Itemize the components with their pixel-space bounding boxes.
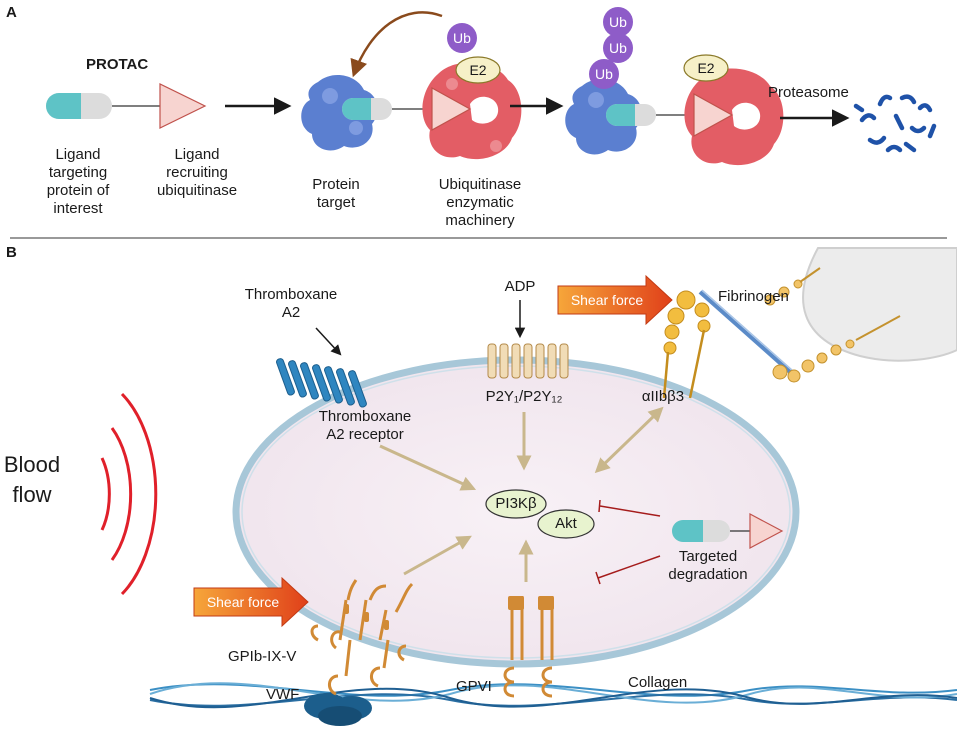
targeted-degradation-label: Targeted degradation — [658, 548, 758, 584]
thromboxane-line-1: Thromboxane — [244, 286, 338, 303]
protac-molecule — [46, 83, 207, 129]
blood-flow-label: Blood flow — [0, 450, 64, 510]
thromboxane-label: Thromboxane A2 — [236, 286, 346, 322]
thromboxane-receptor — [276, 358, 367, 408]
akt-label: Akt — [555, 515, 577, 532]
gpvi-label: GPVI — [456, 678, 492, 695]
e2-label-1: E2 — [469, 62, 487, 78]
pi3k-label: PI3Kβ — [495, 495, 537, 512]
ligand-poi-line-2: targeting — [48, 164, 108, 181]
protac-title: PROTAC — [86, 56, 149, 73]
machinery-line-1: Ubiquitinase — [438, 176, 522, 193]
blood-flow-line-2: flow — [12, 482, 52, 507]
protein-target-blob — [301, 75, 378, 151]
fibrinogen-molecule — [698, 267, 901, 383]
protac-bound — [342, 98, 432, 120]
gpvi-receptor-ticks — [508, 596, 554, 610]
ubiquitinated-target-blob — [565, 79, 642, 155]
ligand-poi-label: Ligand targeting protein of interest — [28, 146, 128, 218]
ligand-poi-line-1: Ligand — [55, 146, 101, 163]
ligand-e3-line-2: recruiting — [166, 164, 228, 181]
gpib-label: GPIb-IX-V — [228, 648, 297, 665]
ligand-e3-line-3: ubiquitinase — [156, 182, 238, 199]
vwf-label: VWF — [266, 686, 300, 703]
machinery-line-3: machinery — [445, 212, 515, 229]
shear-force-arrow-top — [557, 274, 673, 326]
targeted-degradation-line-1: Targeted — [678, 548, 738, 565]
gpib-receptor-ticks — [344, 604, 389, 630]
protac-molecule-b — [672, 513, 784, 549]
adjacent-cell — [802, 247, 957, 362]
ub-label-2: Ub — [609, 14, 627, 30]
inhibition-lines — [595, 499, 661, 585]
shear-force-arrow-bottom — [193, 576, 309, 628]
blood-flow-waves — [100, 392, 158, 596]
integrin-label: αIIbβ3 — [641, 388, 685, 405]
collagen-fiber — [149, 682, 957, 709]
protac-bound-2 — [606, 104, 696, 126]
ligand-poi-line-4: interest — [53, 200, 103, 217]
e2-enzyme-2 — [683, 54, 729, 82]
shear-force-label-bottom: Shear force — [206, 594, 280, 610]
panel-a-letter: A — [6, 4, 17, 21]
integrin-aiibb3 — [662, 290, 711, 399]
machinery-label: Ubiquitinase enzymatic machinery — [420, 176, 540, 230]
ubiquitin-transfer-arrow — [350, 11, 443, 78]
degraded-fragments — [853, 94, 937, 153]
e3-ligase-blob — [422, 62, 522, 160]
protein-target-line-2: target — [316, 194, 356, 211]
collagen-label: Collagen — [628, 674, 688, 691]
thromboxane-receptor-line-1: Thromboxane — [318, 408, 412, 425]
ubiquitin-1 — [447, 23, 477, 53]
ligand-e3-line-1: Ligand — [174, 146, 220, 163]
machinery-line-2: enzymatic — [446, 194, 514, 211]
ubiquitin-chain — [589, 7, 633, 89]
targeted-degradation-line-2: degradation — [668, 566, 748, 583]
pi3k-akt-complex — [485, 489, 595, 539]
thromboxane-receptor-line-2: A2 receptor — [326, 426, 404, 443]
blood-flow-line-1: Blood — [3, 452, 61, 477]
adp-label: ADP — [504, 278, 536, 295]
vwf-molecule — [304, 693, 372, 726]
protein-target-line-1: Protein — [312, 176, 360, 193]
thromboxane-arrow — [315, 327, 342, 356]
e2-label-2: E2 — [697, 60, 715, 76]
e2-enzyme-1 — [455, 56, 501, 84]
p2y-receptor — [487, 343, 569, 379]
ub-label-4: Ub — [595, 66, 613, 82]
thromboxane-receptor-label: Thromboxane A2 receptor — [310, 408, 420, 444]
p2y-label: P2Y₁/P2Y₁₂ — [485, 388, 563, 405]
thromboxane-line-2: A2 — [281, 304, 301, 321]
panel-b-letter: B — [6, 244, 17, 261]
ligand-e3-label: Ligand recruiting ubiquitinase — [142, 146, 252, 200]
ub-label-3: Ub — [609, 40, 627, 56]
shear-force-label-top: Shear force — [570, 292, 644, 308]
signaling-arrows — [379, 406, 664, 582]
e3-ligase-blob-2 — [684, 68, 784, 166]
proteasome-label: Proteasome — [768, 84, 849, 101]
gpib-ix-v-receptor — [310, 579, 414, 696]
ub-label-1: Ub — [453, 30, 471, 46]
ligand-poi-line-3: protein of — [46, 182, 110, 199]
fibrinogen-label: Fibrinogen — [718, 288, 789, 305]
protein-target-label: Protein target — [296, 176, 376, 212]
